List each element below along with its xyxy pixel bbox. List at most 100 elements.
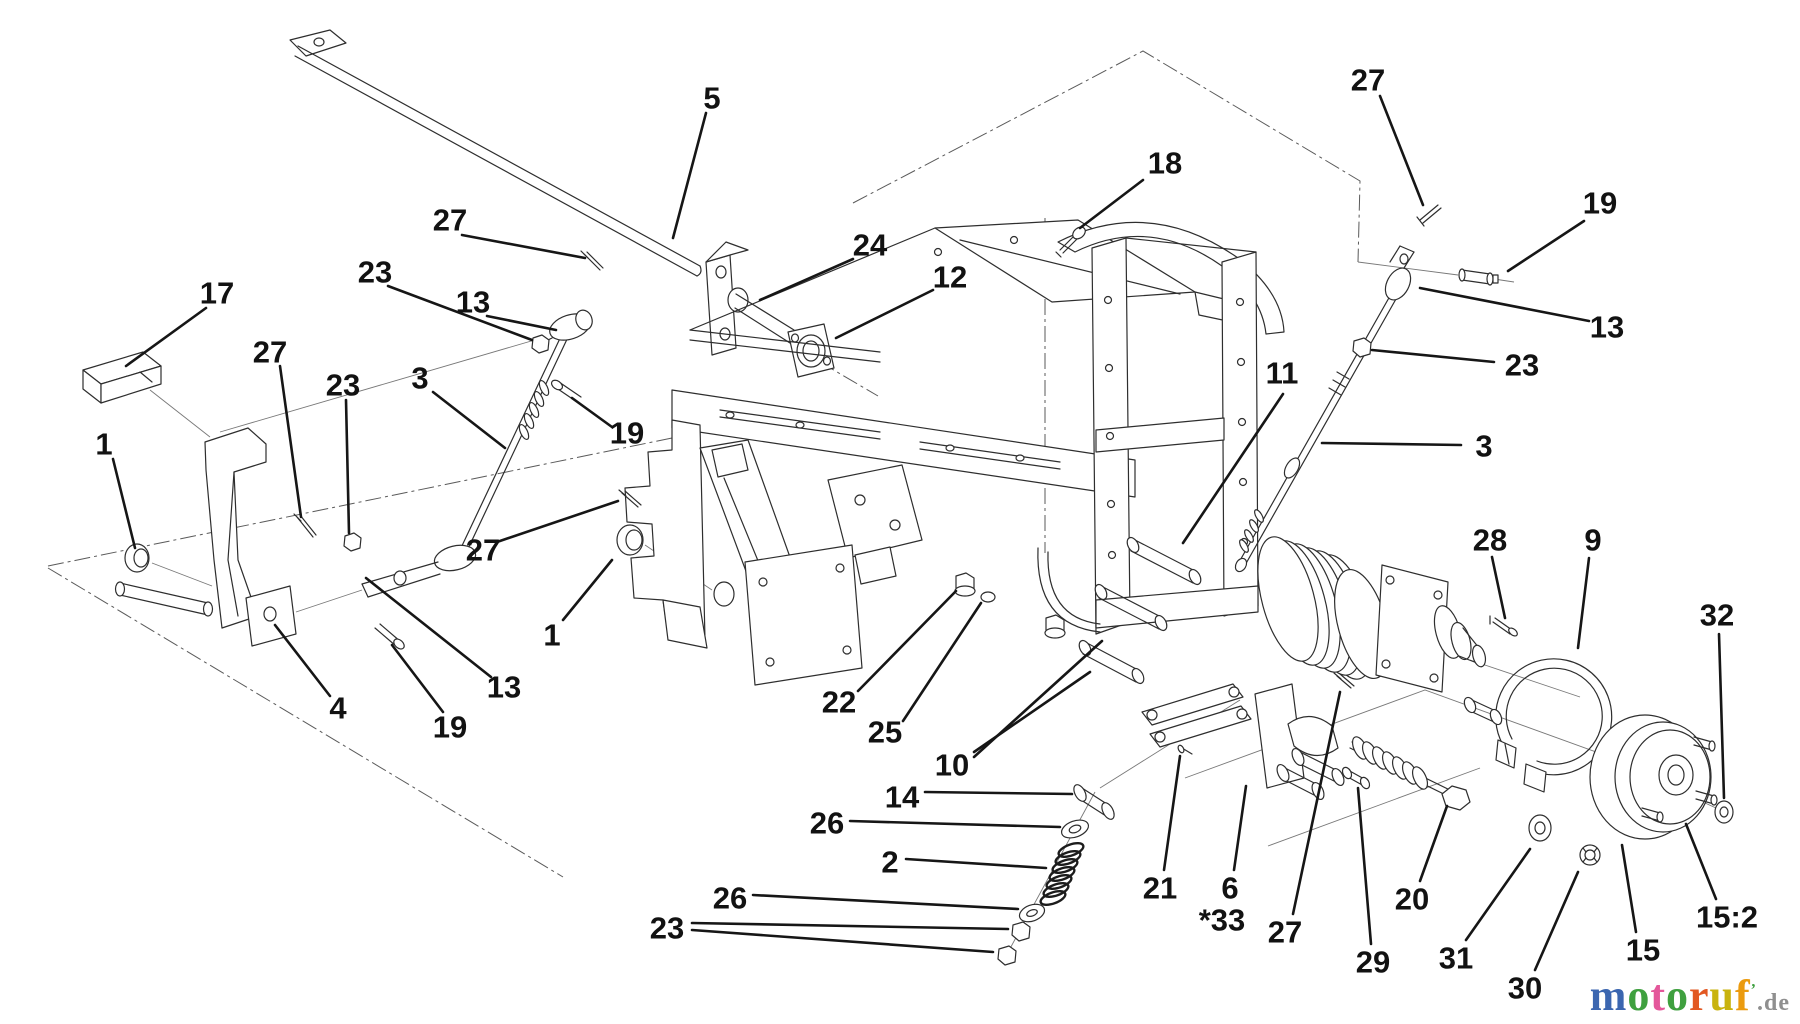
leader-line: [751, 893, 1020, 911]
leader-line: [1291, 690, 1342, 916]
pivot-boss: [727, 287, 749, 313]
leader-line: [1506, 219, 1586, 273]
nut-23-top: [531, 334, 550, 354]
callout-label: 19: [1583, 186, 1617, 221]
callout-label: 24: [853, 228, 888, 263]
washer-25: [980, 591, 996, 603]
leader-line: [1717, 632, 1726, 800]
spring-2: [1039, 841, 1085, 907]
watermark-letter: ʼ: [1750, 981, 1757, 999]
callout-label: 5: [703, 81, 720, 116]
screw-27-left: [293, 513, 317, 538]
callout-label: 30: [1508, 971, 1542, 1006]
rod-spring-section-right: [1239, 509, 1264, 553]
leader-line: [1620, 843, 1638, 934]
rod-5: [297, 45, 701, 267]
callout-label: 22: [822, 685, 856, 720]
callout-label: 27: [466, 533, 500, 568]
spacer-14: [1073, 784, 1115, 820]
leader-line: [848, 819, 1062, 829]
bellcrank-plate: [827, 464, 923, 559]
leader-line: [1356, 786, 1373, 946]
leader-line: [485, 314, 558, 332]
clevis-13-left: [361, 544, 477, 598]
leader-line: [690, 928, 995, 954]
callout-label: 19: [610, 416, 644, 451]
brake-band-9: [1495, 658, 1613, 793]
leader-line: [431, 390, 507, 450]
washer-32: [1714, 800, 1734, 824]
saddle-33: [1287, 715, 1339, 757]
leader-line: [923, 790, 1074, 796]
trunnion-13-top: [539, 309, 593, 345]
screw-21-target: [1177, 744, 1193, 755]
clutch-brake-assembly: [1141, 536, 1734, 866]
screw-27-bottom: [1333, 672, 1355, 689]
callout-label: 2: [881, 845, 898, 880]
leader-line: [1464, 847, 1532, 942]
callout-label: 18: [1148, 146, 1182, 181]
callout-label: 26: [713, 881, 747, 916]
leader-line: [364, 576, 493, 679]
electric-clutch: [1257, 536, 1487, 693]
callout-label: 19: [433, 710, 467, 745]
brake-drum-15: [1589, 714, 1718, 840]
spacer-tube-10b: [1078, 639, 1145, 685]
flange-nut-frame: [1044, 614, 1066, 639]
callout-label: 20: [1395, 882, 1429, 917]
bushing-1-right: [616, 524, 644, 556]
leader-line: [901, 601, 983, 723]
callout-label: 27: [253, 335, 287, 370]
spring-bolt-20: [1349, 736, 1471, 811]
leader-line: [972, 639, 1104, 759]
pin-19-mid: [550, 379, 582, 403]
screw-27-top-left: [580, 250, 604, 271]
screw-27-mid: [618, 489, 642, 508]
callout-label: 27: [1351, 63, 1385, 98]
callout-label: *33: [1199, 903, 1246, 938]
watermark-letter: f: [1735, 971, 1751, 1020]
bolt-28: [1489, 615, 1518, 637]
leader-line: [690, 921, 1010, 931]
leader-line: [1320, 441, 1463, 447]
callout-label: 23: [1505, 348, 1539, 383]
leader-line: [386, 284, 534, 342]
leader-line: [124, 306, 208, 368]
clutch-mount-plate: [1375, 564, 1449, 693]
leader-line: [1232, 784, 1248, 872]
callout-label: 23: [326, 368, 360, 403]
leader-line: [390, 643, 445, 714]
pedal-axle: [114, 581, 214, 617]
callout-label: 13: [456, 285, 490, 320]
leader-line: [278, 364, 303, 519]
callout-label: 1: [95, 427, 112, 462]
callout-label: 6: [1221, 871, 1238, 906]
pedal-lever-4: [204, 427, 267, 629]
leader-line: [1370, 348, 1496, 364]
lock-nut-30: [1579, 844, 1601, 866]
callout-label: 23: [650, 911, 684, 946]
leader-line: [1533, 870, 1580, 972]
frame-bushing-seat: [713, 581, 735, 607]
rod-spring-section-left: [518, 380, 550, 440]
watermark-letter: o: [1627, 971, 1651, 1020]
spacer-tube-10a: [1094, 583, 1168, 632]
leader-line: [1576, 556, 1591, 650]
leader-line: [1078, 178, 1145, 230]
leader-line: [1418, 286, 1591, 323]
rod-3-left: [459, 331, 570, 554]
flange-nut-22: [954, 572, 976, 597]
bushing-1-left: [124, 543, 150, 573]
callout-label: 1: [543, 618, 560, 653]
spacer-tube-11: [1126, 536, 1202, 586]
jam-nut-23-left: [343, 532, 362, 552]
watermark-letter: u: [1709, 971, 1736, 1020]
leader-line: [561, 558, 614, 622]
watermark-letter: r: [1689, 971, 1710, 1020]
watermark-letter: o: [1666, 971, 1689, 1020]
spring-stack: [997, 784, 1115, 966]
callout-label: 11: [1266, 356, 1299, 391]
screw-27-top-right: [1416, 204, 1442, 227]
